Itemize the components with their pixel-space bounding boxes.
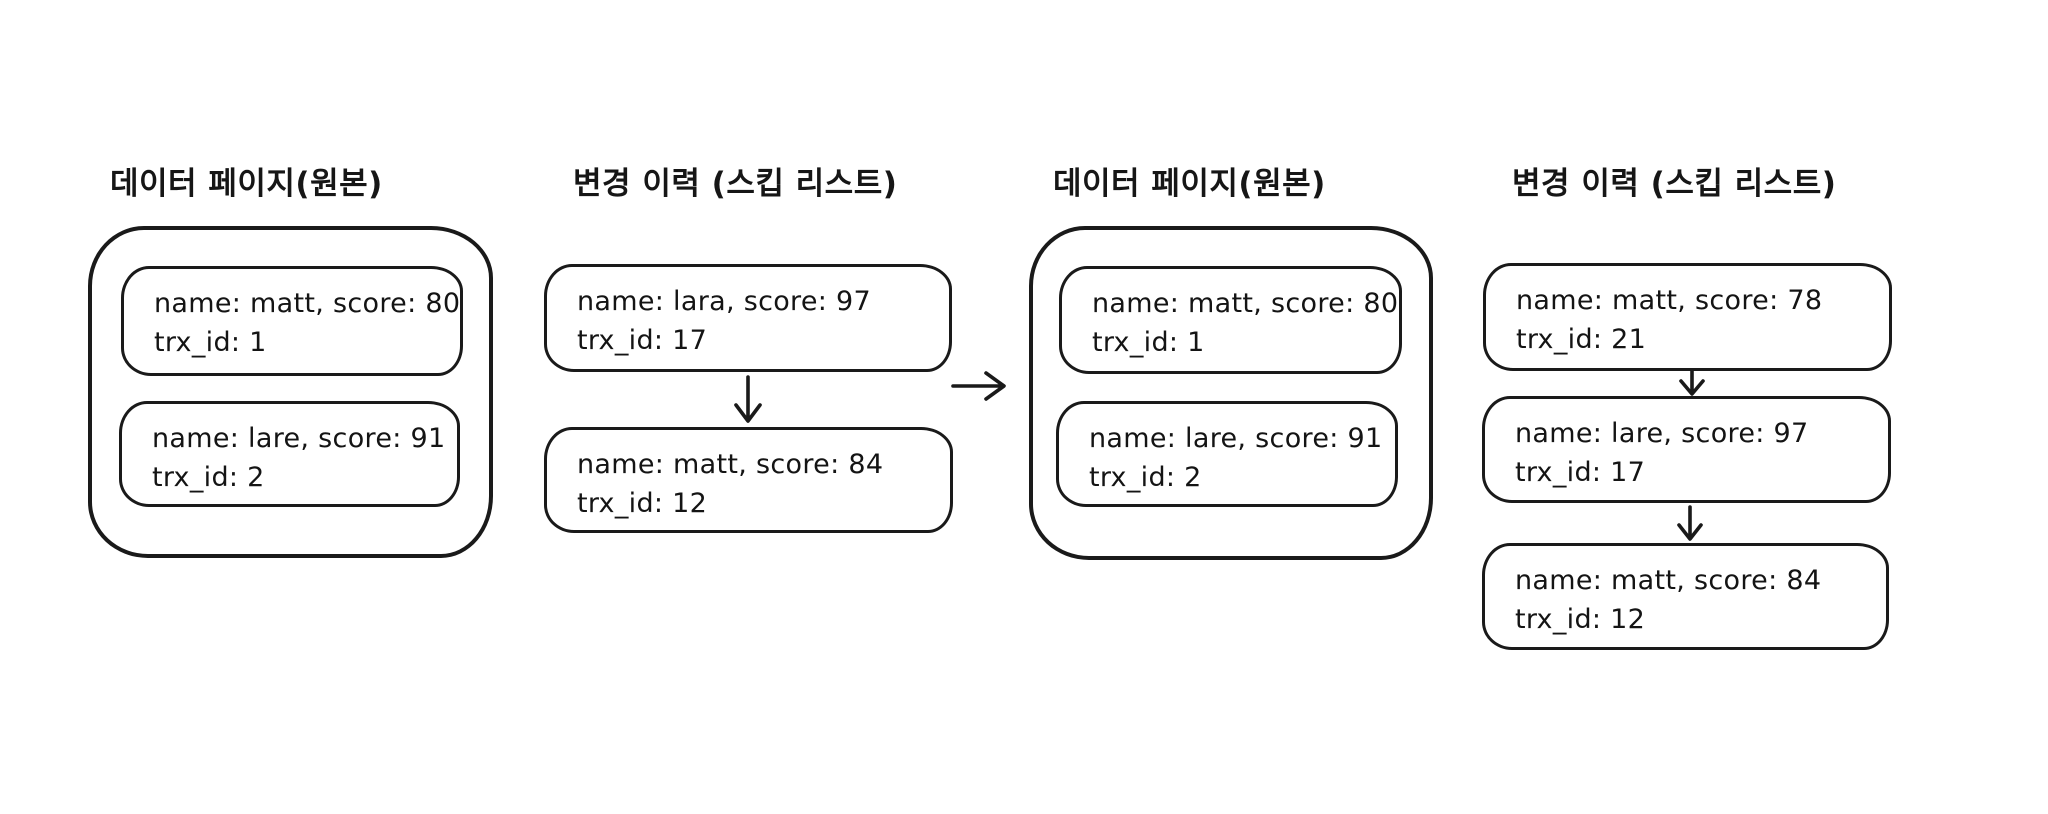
record-box: name: matt, score: 80 trx_id: 1 (121, 266, 463, 376)
record-line: name: matt, score: 80 (1092, 288, 1399, 319)
record-line: trx_id: 12 (577, 488, 708, 520)
panel-title-change-history-before: 변경 이력 (스킵 리스트) (573, 166, 898, 202)
panel-title-data-page-before: 데이터 페이지(원본) (110, 166, 383, 202)
record-line: trx_id: 17 (577, 325, 708, 357)
arrow-down-icon (1672, 369, 1712, 399)
record-line: trx_id: 2 (1089, 462, 1202, 494)
record-line: trx_id: 1 (1092, 327, 1205, 359)
record-line: name: matt, score: 84 (577, 449, 884, 480)
record-box: name: lara, score: 97 trx_id: 17 (544, 264, 952, 372)
arrow-right-icon (950, 364, 1012, 408)
panel-title-data-page-after: 데이터 페이지(원본) (1053, 166, 1326, 202)
record-line: trx_id: 1 (154, 327, 267, 359)
record-line: trx_id: 2 (152, 462, 265, 494)
record-line: name: matt, score: 78 (1516, 285, 1823, 316)
arrow-down-icon (728, 374, 768, 426)
record-line: name: matt, score: 84 (1515, 565, 1822, 596)
record-box: name: lare, score: 97 trx_id: 17 (1482, 396, 1891, 503)
record-box: name: matt, score: 84 trx_id: 12 (544, 427, 953, 533)
record-box: name: lare, score: 91 trx_id: 2 (119, 401, 460, 507)
record-line: name: lare, score: 91 (1089, 423, 1383, 454)
arrow-down-icon (1670, 505, 1710, 545)
record-line: name: lare, score: 97 (1515, 418, 1809, 449)
record-box: name: lare, score: 91 trx_id: 2 (1056, 401, 1398, 507)
record-box: name: matt, score: 80 trx_id: 1 (1059, 266, 1402, 374)
record-line: name: lare, score: 91 (152, 423, 446, 454)
record-line: trx_id: 21 (1516, 324, 1647, 356)
record-line: trx_id: 17 (1515, 457, 1646, 489)
record-box: name: matt, score: 78 trx_id: 21 (1483, 263, 1892, 371)
panel-title-change-history-after: 변경 이력 (스킵 리스트) (1512, 166, 1837, 202)
record-line: name: matt, score: 80 (154, 288, 461, 319)
record-line: trx_id: 12 (1515, 604, 1646, 636)
record-box: name: matt, score: 84 trx_id: 12 (1482, 543, 1889, 650)
record-line: name: lara, score: 97 (577, 286, 871, 317)
